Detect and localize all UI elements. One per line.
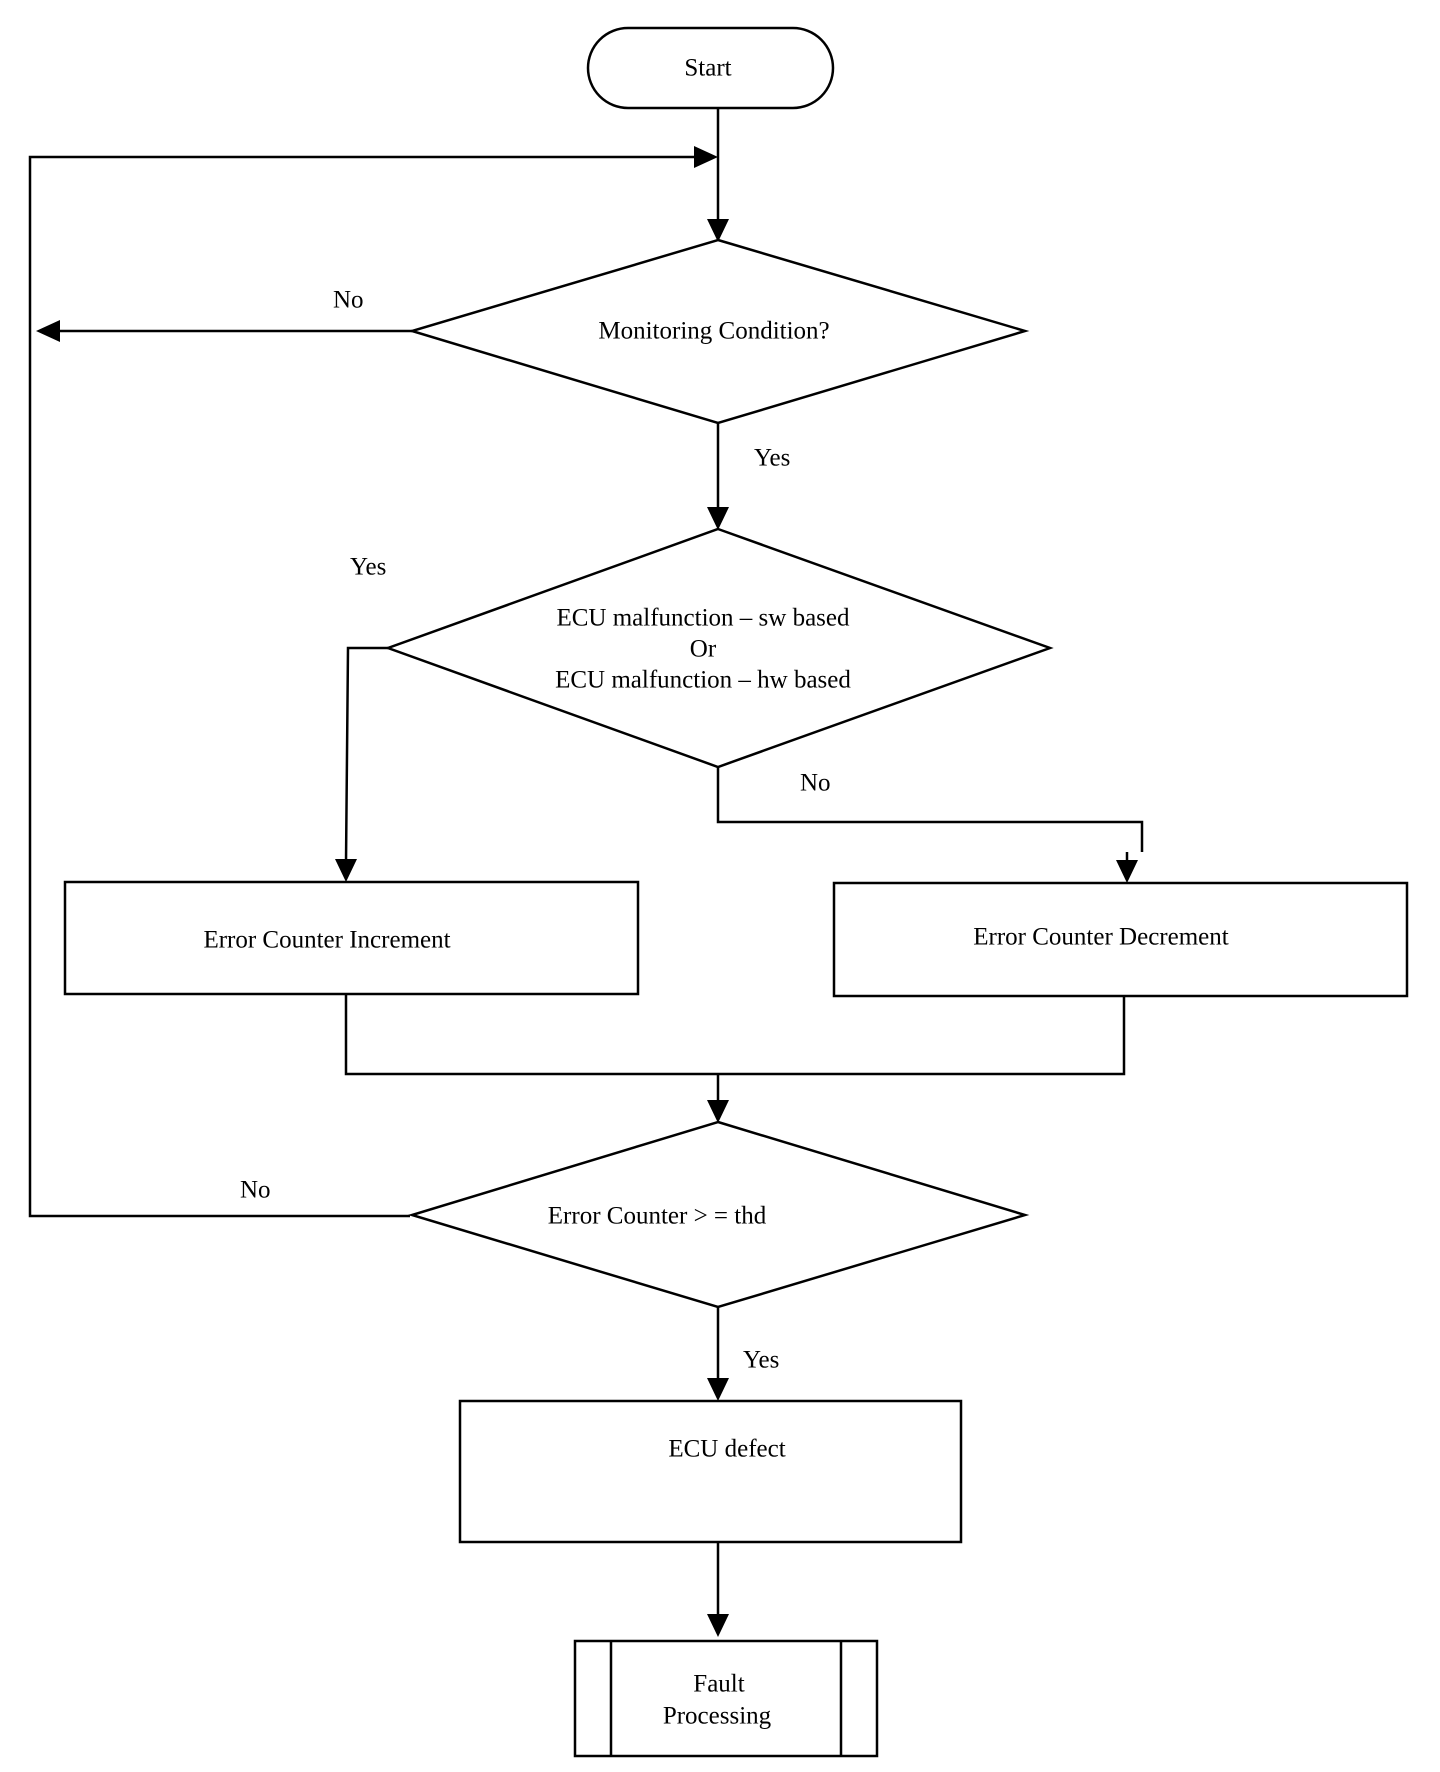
arrowhead-fault — [707, 1614, 729, 1637]
arrowhead-threshold — [707, 1100, 729, 1123]
threshold-label: Error Counter > = thd — [548, 1203, 767, 1230]
decrement-box — [832, 881, 1409, 998]
fault-box — [573, 1639, 879, 1758]
arrowhead-increment — [335, 859, 357, 882]
defect-label: ECU defect — [668, 1436, 785, 1463]
increment-box — [63, 880, 640, 996]
edge-label-monitoring-no: No — [333, 287, 364, 314]
monitoring-label: Monitoring Condition? — [598, 318, 829, 345]
arrowhead-monitoring-no — [36, 320, 60, 342]
decrement-label: Error Counter Decrement — [973, 924, 1228, 951]
edge-merge — [344, 995, 1126, 1076]
edge-loop-return — [28, 155, 698, 1218]
start-node — [586, 26, 835, 110]
edge-label-monitoring-yes: Yes — [754, 445, 790, 472]
arrowhead-decrement — [1116, 860, 1138, 883]
fault-label-line-1: Fault — [693, 1671, 744, 1698]
malfunction-decision — [384, 527, 1054, 769]
malfunction-label-line-1: ECU malfunction – sw based — [556, 605, 850, 632]
arrowhead-malfunction — [707, 507, 729, 530]
arrowhead-loop-return — [694, 146, 718, 168]
monitoring-decision — [407, 238, 1030, 425]
arrowhead-defect — [707, 1378, 729, 1401]
edge-label-threshold-no: No — [240, 1177, 271, 1204]
edge-malfunction-yes — [344, 646, 388, 863]
edge-malfunction-no — [716, 767, 1144, 852]
malfunction-label-line-2: Or — [690, 636, 717, 663]
edge-label-malfunction-no: No — [800, 770, 831, 797]
arrowhead-monitoring — [707, 219, 729, 242]
defect-box — [458, 1399, 963, 1544]
edge-label-malfunction-yes: Yes — [350, 554, 386, 581]
increment-label: Error Counter Increment — [203, 927, 450, 954]
malfunction-label-line-3: ECU malfunction – hw based — [555, 667, 851, 694]
start-label: Start — [684, 55, 731, 82]
threshold-decision — [407, 1120, 1030, 1309]
fault-label-line-2: Processing — [663, 1703, 772, 1730]
edge-label-threshold-yes: Yes — [743, 1347, 779, 1374]
